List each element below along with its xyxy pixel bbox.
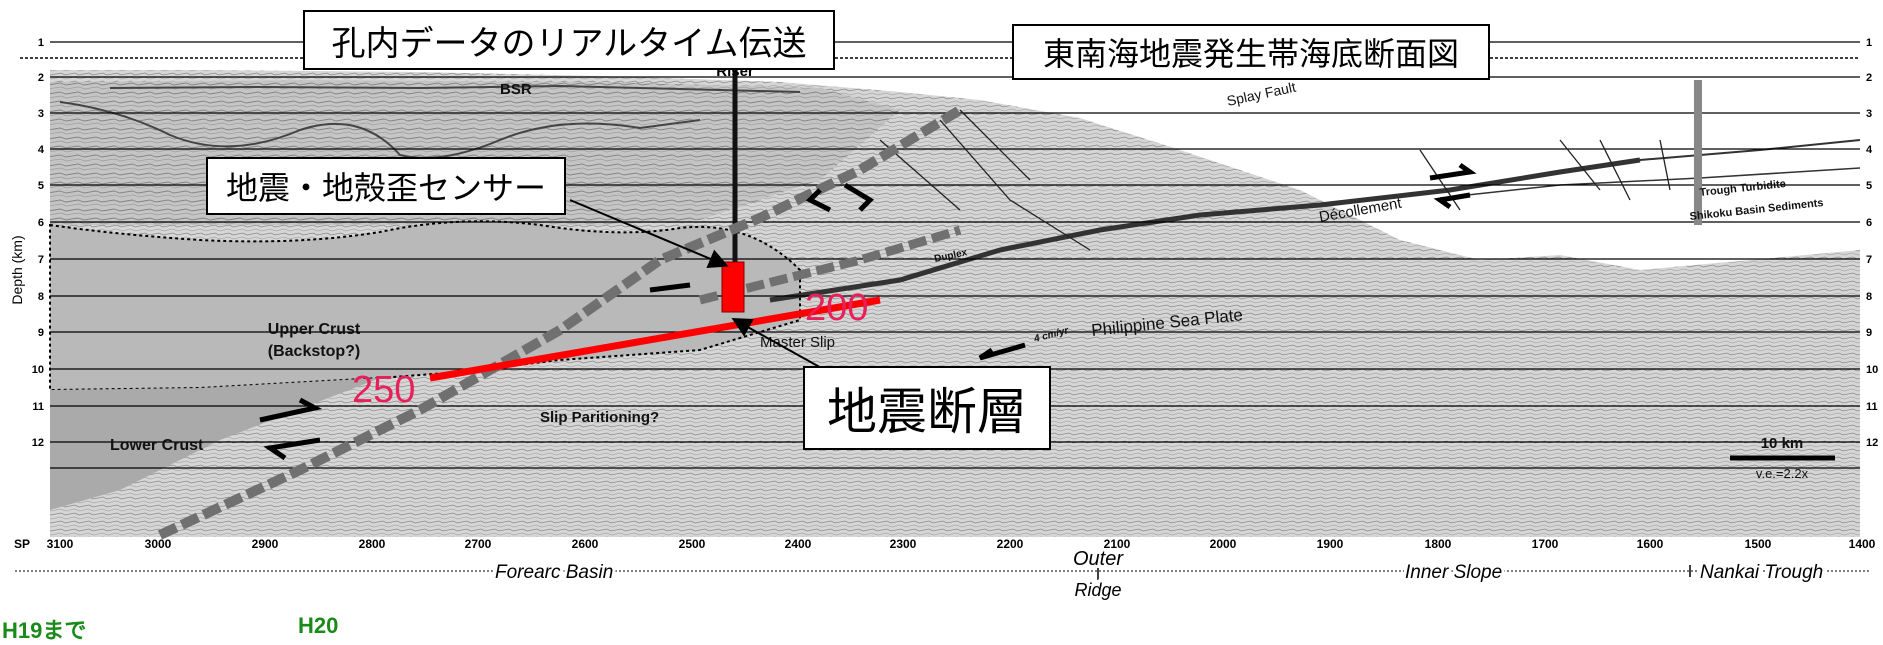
svg-text:9: 9: [1866, 327, 1872, 339]
svg-text:2100: 2100: [1104, 537, 1131, 551]
fault-callout: 地震断層: [803, 366, 1051, 450]
depth-tick: 8: [38, 291, 44, 303]
lower-crust-label: Lower Crust: [110, 437, 204, 454]
sensor-callout-arrow: [569, 199, 729, 269]
svg-text:7: 7: [1866, 254, 1872, 266]
sensor-box: [721, 261, 745, 313]
depth-tick: 2: [38, 72, 44, 84]
svg-text:2300: 2300: [890, 537, 917, 551]
slip-partitioning-label: Slip Paritioning?: [540, 409, 659, 426]
svg-text:1: 1: [1866, 37, 1872, 49]
svg-text:1900: 1900: [1317, 537, 1344, 551]
bsr-label: BSR: [500, 81, 532, 98]
decollement-line: [769, 157, 1641, 303]
depth-tick: 5: [38, 180, 44, 192]
svg-text:3: 3: [1866, 108, 1872, 120]
red-fault-line: [429, 296, 881, 382]
bsr-wave: [59, 101, 701, 159]
depth-tick: 9: [38, 327, 44, 339]
scale-label: 10 km: [1761, 435, 1804, 452]
svg-text:2200: 2200: [997, 537, 1024, 551]
svg-text:2600: 2600: [572, 537, 599, 551]
section-title-callout: 東南海地震発生帯海底断面図: [1012, 24, 1490, 80]
y-axis-label: Depth (km): [9, 235, 25, 304]
sp-label: SP: [14, 537, 30, 551]
sp-ticks: SP 3100 3000 2900 2800 2700 2600 2500 24…: [14, 537, 1876, 551]
svg-text:11: 11: [1866, 401, 1878, 413]
svg-text:2000: 2000: [1210, 537, 1237, 551]
depth-tick: 11: [32, 401, 44, 413]
svg-text:2400: 2400: [785, 537, 812, 551]
depth-tick: 10: [32, 364, 44, 376]
shikoku-line: [1439, 167, 1861, 199]
stage-h20-label: H20: [298, 613, 339, 638]
svg-text:2900: 2900: [252, 537, 279, 551]
svg-text:2800: 2800: [359, 537, 386, 551]
region-labels: Forearc Basin Outer Ridge Inner Slope Na…: [492, 545, 1826, 603]
inner-slope-label: Inner Slope: [1405, 562, 1502, 583]
backstop-label: (Backstop?): [268, 343, 360, 360]
svg-text:3100: 3100: [47, 537, 74, 551]
stage-h19-label: H19まで: [2, 618, 87, 643]
svg-text:1500: 1500: [1745, 537, 1772, 551]
label-200: 200: [805, 287, 868, 329]
svg-text:12: 12: [1866, 437, 1878, 449]
depth-tick: 6: [38, 217, 44, 229]
ridge-label: Ridge: [1074, 580, 1121, 600]
svg-text:1600: 1600: [1637, 537, 1664, 551]
svg-text:4: 4: [1866, 144, 1873, 156]
svg-text:8: 8: [1866, 291, 1872, 303]
water-column: [50, 42, 1860, 270]
depth-ticks-left: 1 2 3 4 5 6 7 8 9 10 11 12: [32, 37, 45, 449]
trough-line: [1639, 139, 1861, 161]
forearc-basin-label: Forearc Basin: [495, 562, 613, 583]
ve-label: v.e.=2.2x: [1756, 466, 1809, 481]
sensor-callout: 地震・地殻歪センサー: [206, 157, 566, 215]
outer-label: Outer: [1073, 548, 1124, 570]
splay-fault-dashed: [157, 105, 963, 540]
svg-text:1400: 1400: [1849, 537, 1876, 551]
slip-arrows: [259, 162, 1477, 461]
svg-text:5: 5: [1866, 180, 1872, 192]
depth-tick: 3: [38, 108, 44, 120]
lower-crust-region: [50, 378, 380, 510]
svg-text:2500: 2500: [679, 537, 706, 551]
nankai-trough-label: Nankai Trough: [1700, 562, 1823, 583]
label-250: 250: [352, 369, 415, 411]
svg-text:6: 6: [1866, 217, 1872, 229]
svg-text:2: 2: [1866, 72, 1872, 84]
borehole-gray: [1694, 80, 1702, 225]
depth-tick: 4: [38, 144, 45, 156]
master-slip-label: Master Slip: [760, 334, 835, 351]
depth-ticks-right: 1 2 3 4 5 6 7 8 9 10 11 12: [1866, 37, 1878, 449]
svg-text:2700: 2700: [465, 537, 492, 551]
depth-tick: 1: [38, 37, 44, 49]
realtime-transmission-callout: 孔内データのリアルタイム伝送: [303, 10, 835, 70]
svg-text:1800: 1800: [1425, 537, 1452, 551]
depth-tick: 7: [38, 254, 44, 266]
depth-tick: 12: [32, 437, 44, 449]
upper-crust-label: Upper Crust: [268, 321, 361, 338]
svg-text:3000: 3000: [145, 537, 172, 551]
svg-text:10: 10: [1866, 364, 1878, 376]
svg-text:1700: 1700: [1532, 537, 1559, 551]
